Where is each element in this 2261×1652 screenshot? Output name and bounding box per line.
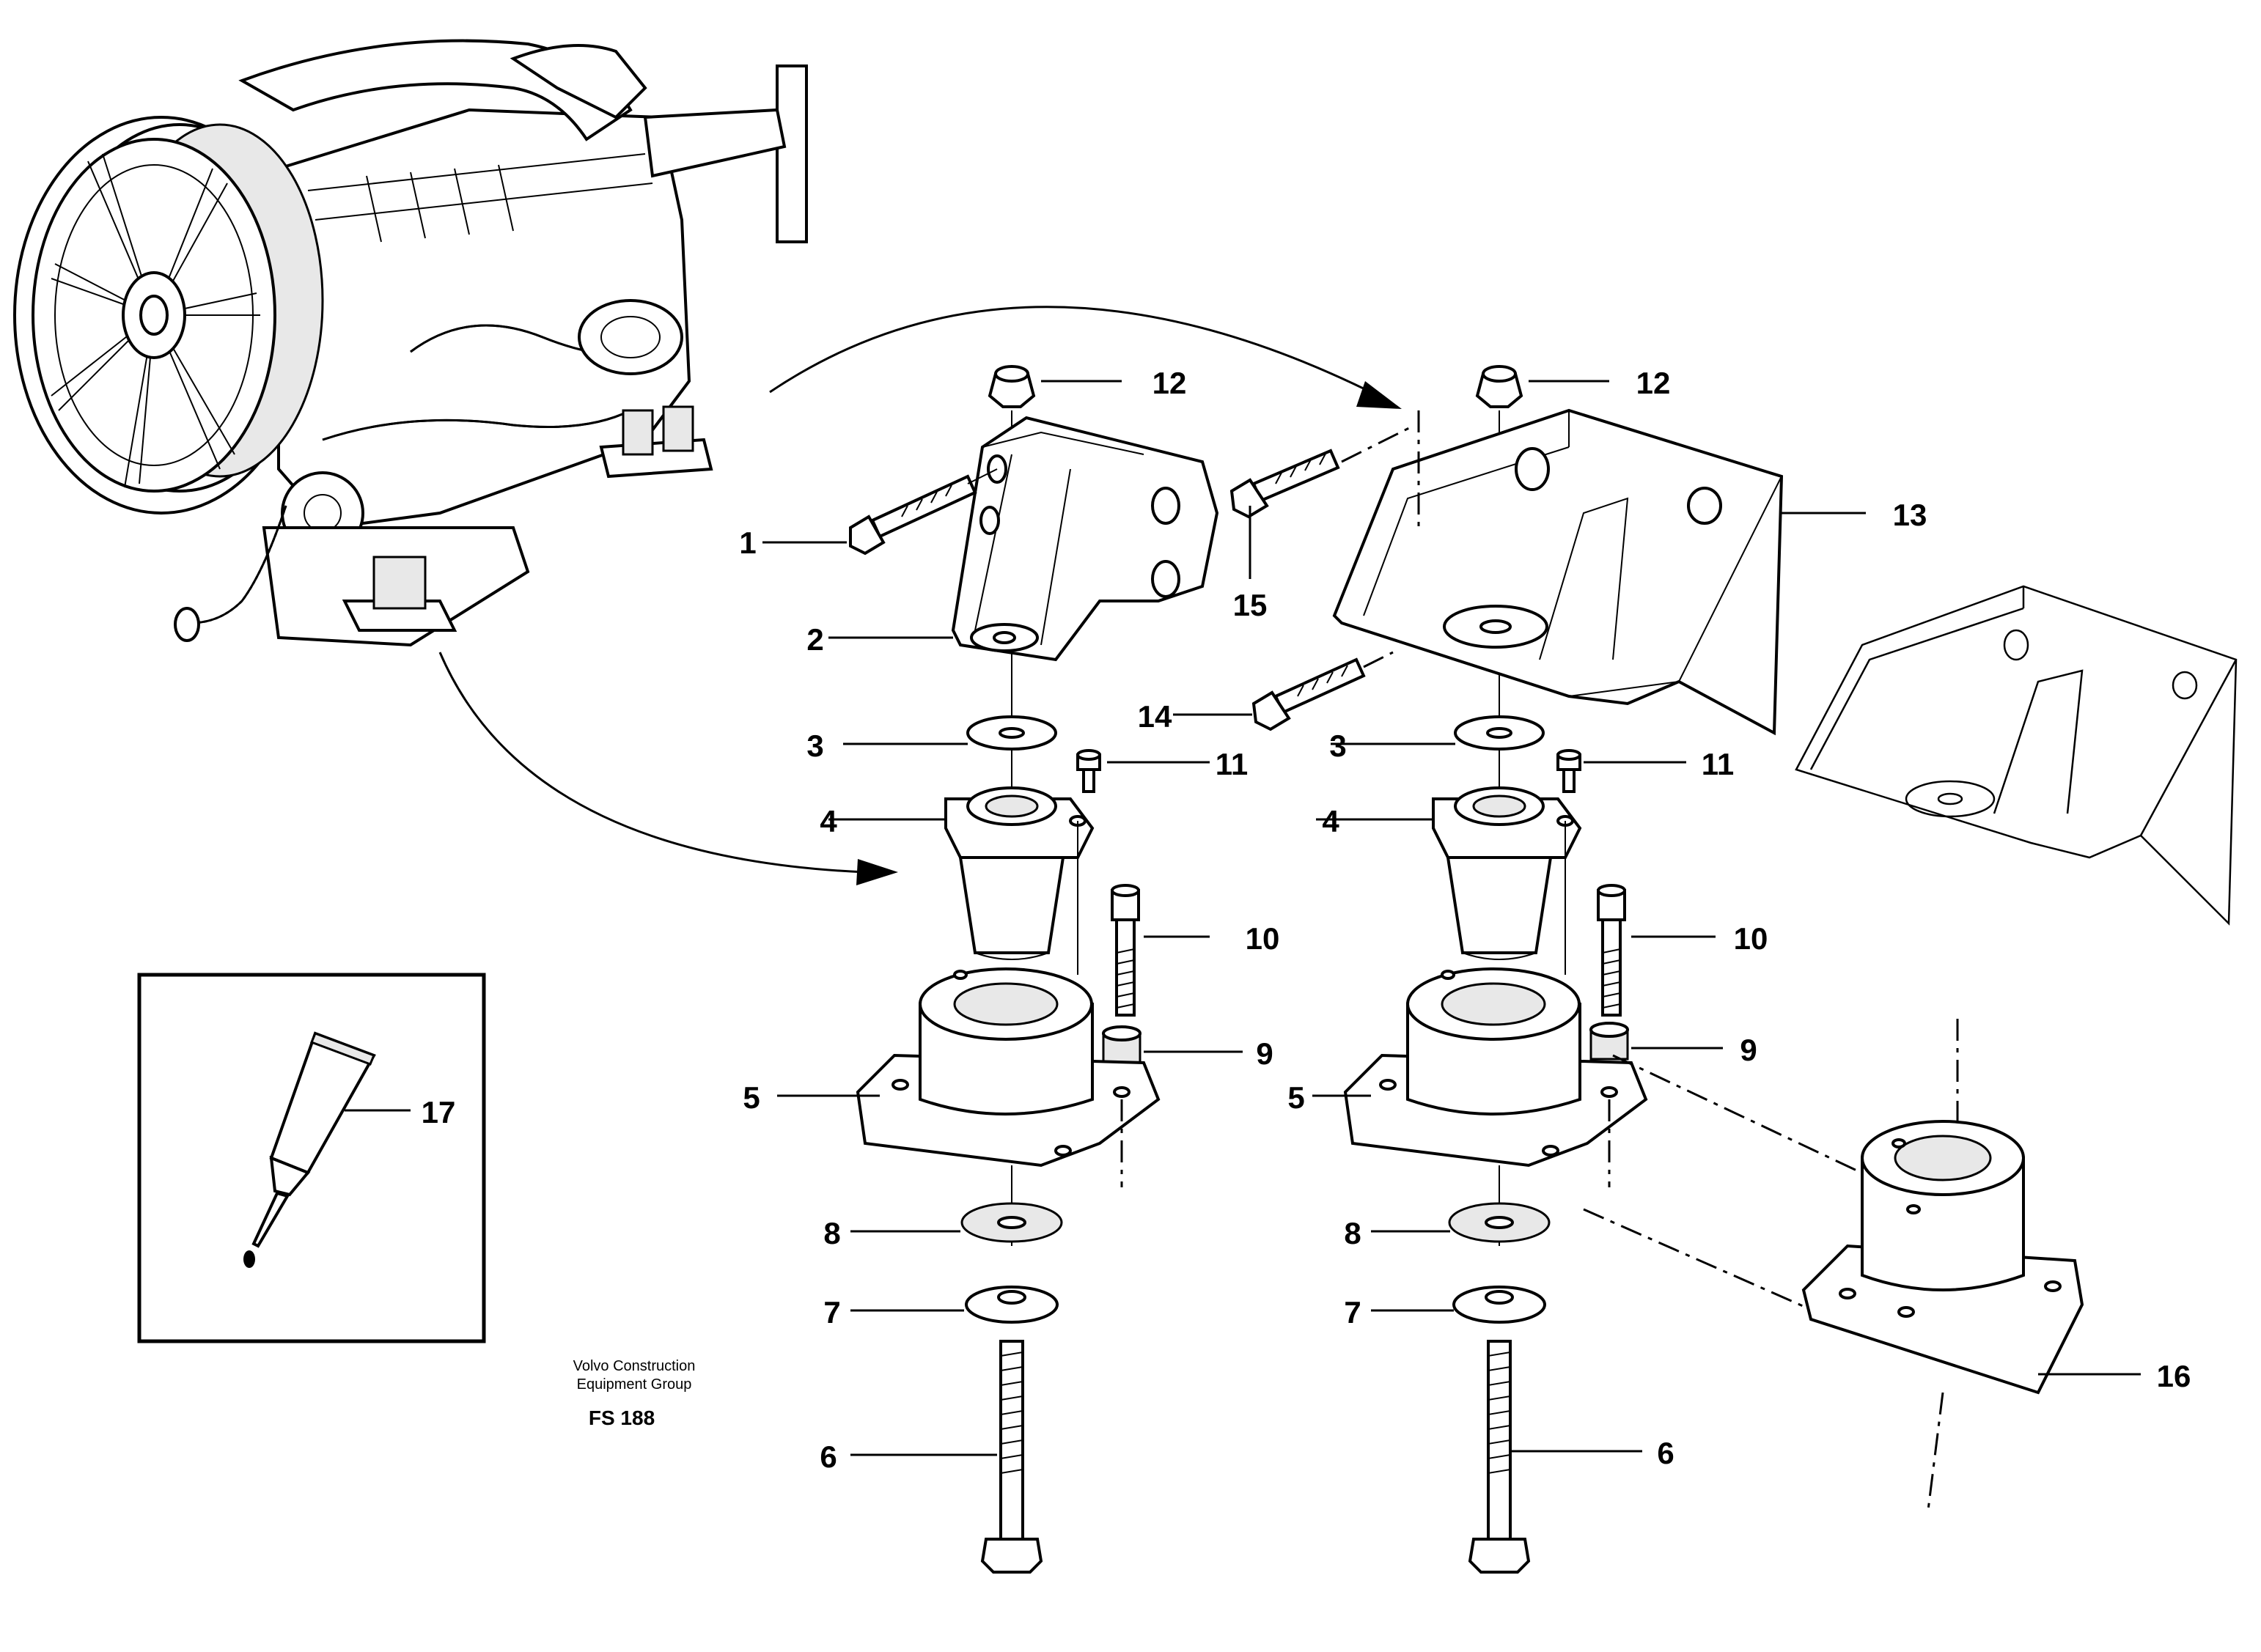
caption-company-line2: Equipment Group <box>577 1376 692 1393</box>
bolt-14 <box>1251 651 1394 731</box>
callout-12-right: 12 <box>1636 366 1671 400</box>
washer-7-right <box>1452 1286 1546 1324</box>
spacer-9-left <box>1102 1025 1141 1064</box>
callout-3-left: 3 <box>806 729 823 763</box>
washer-3-right <box>1454 715 1545 751</box>
housing-16 <box>1801 1120 2084 1395</box>
callout-2-left: 2 <box>806 622 823 657</box>
callout-4-left: 4 <box>820 804 837 838</box>
callout-5-right: 5 <box>1287 1080 1304 1115</box>
washer-3-left <box>966 715 1057 751</box>
washer-8-left <box>960 1202 1063 1243</box>
guide-axis-lower <box>1927 1392 1944 1511</box>
rubber-element-4-right <box>1432 786 1582 975</box>
callout-15: 15 <box>1233 588 1268 622</box>
callout-6-right: 6 <box>1657 1436 1674 1470</box>
callout-10-left: 10 <box>1246 921 1280 956</box>
housing-5-right <box>1343 967 1648 1187</box>
arrow-to-left-assembly <box>438 652 898 885</box>
callout-6-left: 6 <box>820 1439 837 1474</box>
guide-line-upper <box>1612 1054 1878 1181</box>
callout-3-right: 3 <box>1329 729 1346 763</box>
callout-17: 17 <box>422 1095 456 1129</box>
callout-10-right: 10 <box>1734 921 1768 956</box>
inset-box-sealant <box>137 973 486 1343</box>
caption-company-line1: Volvo Construction <box>573 1358 696 1374</box>
rubber-element-4-left <box>944 786 1095 975</box>
washer-8-right <box>1448 1202 1551 1243</box>
callout-4-right: 4 <box>1322 804 1339 838</box>
bolt-10-right <box>1597 884 1626 1017</box>
spacer-9-right <box>1589 1022 1629 1061</box>
bolt-15 <box>1229 410 1420 528</box>
housing-5-left <box>856 967 1161 1187</box>
ghost-bracket-outline <box>1795 585 2238 926</box>
nut-12-left <box>988 365 1036 408</box>
caption-figure-code: FS 188 <box>589 1406 655 1429</box>
callout-16: 16 <box>2157 1359 2191 1393</box>
right-mount-assembly <box>1229 365 1784 1574</box>
callout-7-left: 7 <box>823 1295 840 1330</box>
bracket-2 <box>951 416 1219 662</box>
callout-14: 14 <box>1138 699 1172 734</box>
screw-11-right <box>1556 749 1581 793</box>
callout-11-right: 11 <box>1702 747 1734 781</box>
arrow-to-right-assembly <box>769 306 1402 409</box>
callout-9-left: 9 <box>1256 1036 1273 1071</box>
bolt-6-left <box>980 1340 1043 1574</box>
callout-labels: 1 2 3 4 5 6 7 8 9 10 11 12 12 13 14 15 3… <box>422 366 2191 1474</box>
callout-7-right: 7 <box>1344 1295 1361 1330</box>
leader-lines <box>345 380 2141 1456</box>
callout-1: 1 <box>739 526 756 560</box>
callout-13: 13 <box>1893 498 1927 532</box>
left-mount-assembly <box>849 365 1219 1574</box>
sealant-tube-17 <box>243 1031 376 1268</box>
caption: Volvo Construction Equipment Group FS 18… <box>573 1358 696 1429</box>
bracket-13 <box>1332 408 1784 736</box>
screw-11-left <box>1076 749 1101 793</box>
washer-7-left <box>965 1286 1059 1324</box>
nut-12-right <box>1475 365 1523 408</box>
bolt-10-left <box>1111 884 1140 1017</box>
bolt-1 <box>849 468 998 556</box>
engine-illustration <box>13 39 808 647</box>
callout-5-left: 5 <box>743 1080 760 1115</box>
bolt-6-right <box>1468 1340 1531 1574</box>
callout-8-left: 8 <box>823 1216 840 1250</box>
callout-12-left: 12 <box>1152 366 1187 400</box>
callout-9-right: 9 <box>1740 1033 1757 1067</box>
callout-8-right: 8 <box>1344 1216 1361 1250</box>
guide-line-lower <box>1583 1208 1834 1321</box>
callout-11-left: 11 <box>1216 747 1248 781</box>
